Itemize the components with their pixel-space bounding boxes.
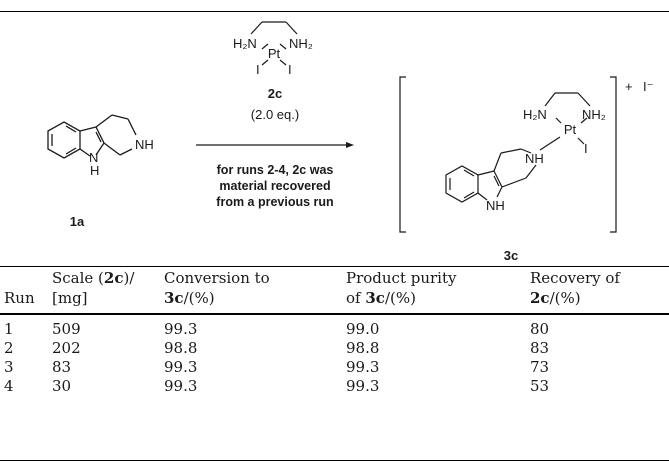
product-counterion: I⁻ [643, 79, 653, 94]
reactant-nh-text: NH [135, 137, 154, 152]
cell-purity: 99.3 [346, 357, 380, 376]
cell-run: 3 [4, 357, 14, 376]
cell-scale: 30 [52, 376, 72, 395]
mid-rule [0, 266, 669, 267]
cell-purity: 98.8 [346, 338, 380, 357]
product-pt-text: Pt [564, 122, 577, 137]
reagent-iodide-left: I [256, 62, 260, 77]
condition-line-3: from a previous run [216, 195, 333, 209]
reagent-2c-structure [250, 21, 298, 66]
cell-run: 1 [4, 319, 14, 338]
cell-conversion: 99.3 [164, 319, 198, 338]
bottom-rule [0, 460, 669, 461]
cell-recovery: 83 [530, 338, 550, 357]
reagent-pt-text: Pt [268, 46, 281, 61]
cell-scale: 83 [52, 357, 72, 376]
product-charge: + [625, 79, 633, 94]
cell-purity: 99.3 [346, 376, 380, 395]
header-run: Run [4, 289, 35, 307]
condition-line-1: for runs 2-4, 2c was [217, 163, 334, 177]
cell-run: 2 [4, 338, 14, 357]
reagent-nh2-text: NH₂ [289, 36, 313, 51]
reactant-label: 1a [70, 214, 85, 229]
product-indole-nh-text: NH [486, 198, 505, 213]
product-iodide: I [584, 141, 588, 156]
cell-purity: 99.0 [346, 319, 380, 338]
reaction-scheme: NH N H 1a H₂N NH₂ Pt I I 2c (2.0 eq.) fo… [47, 21, 653, 263]
table-row: 3 83 99.3 99.3 73 [0, 358, 669, 377]
cell-conversion: 99.3 [164, 376, 198, 395]
reagent-h2n-text: H₂N [233, 36, 257, 51]
table-row: 2 202 98.8 98.8 83 [0, 339, 669, 358]
cell-recovery: 73 [530, 357, 550, 376]
cell-recovery: 53 [530, 376, 550, 395]
cell-run: 4 [4, 376, 14, 395]
cell-conversion: 98.8 [164, 338, 198, 357]
cell-scale: 509 [52, 319, 81, 338]
top-rule [0, 11, 669, 12]
reagent-iodide-right: I [288, 62, 292, 77]
product-label: 3c [504, 248, 518, 263]
reagent-equivalents: (2.0 eq.) [251, 107, 299, 122]
cell-recovery: 80 [530, 319, 550, 338]
product-h2n-text: H₂N [523, 107, 547, 122]
reactant-indole-n: N [89, 150, 98, 165]
reaction-arrow [196, 142, 354, 148]
product-brackets [399, 76, 617, 233]
condition-line-2: material recovered [219, 179, 330, 193]
cell-conversion: 99.3 [164, 357, 198, 376]
product-nh2-text: NH₂ [582, 107, 606, 122]
table-row: 1 509 99.3 99.0 80 [0, 320, 669, 339]
reactant-1a-structure [47, 114, 137, 159]
header-rule [0, 313, 669, 315]
table-row: 4 30 99.3 99.3 53 [0, 377, 669, 396]
reactant-indole-h: H [90, 163, 99, 178]
product-nh-text: NH [525, 151, 544, 166]
header-scale: Scale (2c)/[mg] [52, 269, 135, 307]
cell-scale: 202 [52, 338, 81, 357]
product-3c-structure [445, 92, 591, 203]
reagent-label: 2c [268, 86, 282, 101]
